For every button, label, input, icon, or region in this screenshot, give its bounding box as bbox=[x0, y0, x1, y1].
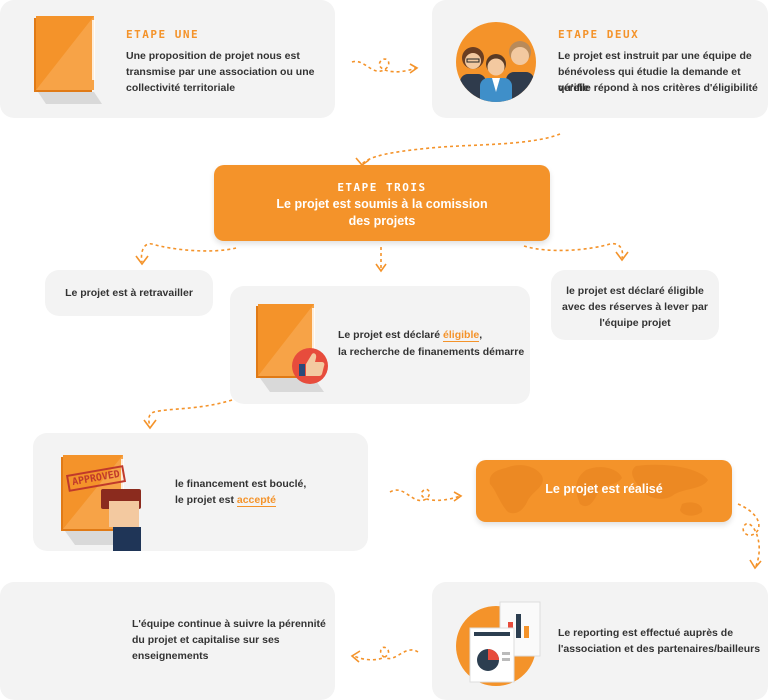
reporting-line-1: Le reporting est effectué auprès de bbox=[558, 627, 734, 639]
connector-three-eligible bbox=[375, 247, 387, 273]
connector-funding-realised bbox=[389, 488, 463, 502]
reserves-line-3: l'équipe projet bbox=[599, 317, 671, 329]
reporting-card: Le reporting est effectué auprès de l'as… bbox=[432, 582, 768, 700]
step-one-line-3: collectivité territoriale bbox=[126, 82, 236, 94]
connector-realised-reporting bbox=[737, 503, 762, 570]
step-one-card: ETAPE UNE Une proposition de projet nous… bbox=[0, 0, 335, 118]
step-three-card: ETAPE TROIS Le projet est soumis à la co… bbox=[214, 165, 550, 241]
step-one-line-1: Une proposition de projet nous est bbox=[126, 50, 300, 62]
approved-stamp-icon bbox=[61, 455, 141, 551]
eligible-line-1: Le projet est déclaré éligible, bbox=[338, 327, 482, 343]
step-two-line-2: bénévoless qui étudie la demande et véri… bbox=[558, 66, 741, 94]
world-map-icon bbox=[489, 464, 708, 516]
step-one-title: ETAPE UNE bbox=[126, 28, 200, 41]
eligible-card: Le projet est déclaré éligible, la reche… bbox=[230, 286, 530, 404]
connector-one-two bbox=[351, 58, 419, 74]
eligible-prefix: Le projet est déclaré bbox=[338, 329, 444, 341]
connector-reporting-follow bbox=[350, 646, 419, 663]
connector-three-rework bbox=[135, 242, 237, 266]
rework-text: Le projet est à retravailler bbox=[65, 287, 193, 299]
realised-text: Le projet est réalisé bbox=[545, 482, 663, 496]
step-three-line-1: Le projet est soumis à la comission bbox=[276, 197, 488, 211]
team-icon bbox=[456, 22, 536, 102]
connector-two-three bbox=[355, 133, 561, 167]
realised-card: Le projet est réalisé bbox=[476, 460, 732, 522]
step-one-line-2: transmise par une association ou une bbox=[126, 66, 315, 78]
rework-card: Le projet est à retravailler bbox=[45, 270, 213, 316]
follow-card: L'équipe continue à suivre la pérennité … bbox=[0, 582, 335, 700]
reserves-line-2: avec des réserves à lever par bbox=[562, 301, 708, 313]
funding-prefix: le projet est bbox=[175, 494, 237, 506]
funding-card: APPROVED le financement est bouclé, le p… bbox=[33, 433, 368, 551]
eligible-line-2: la recherche de finanements démarre bbox=[338, 346, 525, 358]
connector-three-reserves bbox=[523, 242, 629, 262]
funding-line-2: le projet est accepté bbox=[175, 492, 276, 508]
step-two-card: ETAPE DEUX Le projet est instruit par un… bbox=[432, 0, 768, 118]
follow-line-1: L'équipe continue à suivre la pérennité bbox=[132, 618, 326, 630]
reporting-line-2: l'association et des partenaires/bailleu… bbox=[558, 643, 761, 655]
reserves-card: le projet est déclaré éligible avec des … bbox=[551, 270, 719, 340]
step-two-title: ETAPE DEUX bbox=[558, 28, 640, 41]
reserves-line-1: le projet est déclaré éligible bbox=[566, 285, 704, 297]
follow-line-2: du projet et capitalise sur ses bbox=[132, 634, 280, 646]
step-two-line-1: Le projet est instruit par une équipe de bbox=[558, 50, 752, 62]
thumbs-up-folder-icon bbox=[256, 304, 328, 392]
follow-line-3: enseignements bbox=[132, 650, 209, 662]
funding-line-1: le financement est bouclé, bbox=[175, 478, 307, 490]
eligible-suffix: , bbox=[479, 329, 483, 341]
folder-icon bbox=[34, 16, 102, 104]
step-two-line-3: qu'elle répond à nos critères d'éligibil… bbox=[558, 82, 758, 94]
eligible-highlight: éligible bbox=[443, 329, 480, 342]
step-three-line-2: des projets bbox=[348, 214, 416, 228]
report-charts-icon bbox=[456, 601, 541, 686]
funding-highlight: accepté bbox=[236, 494, 276, 507]
connector-eligible-funding bbox=[143, 399, 233, 430]
step-three-title: ETAPE TROIS bbox=[337, 181, 427, 194]
